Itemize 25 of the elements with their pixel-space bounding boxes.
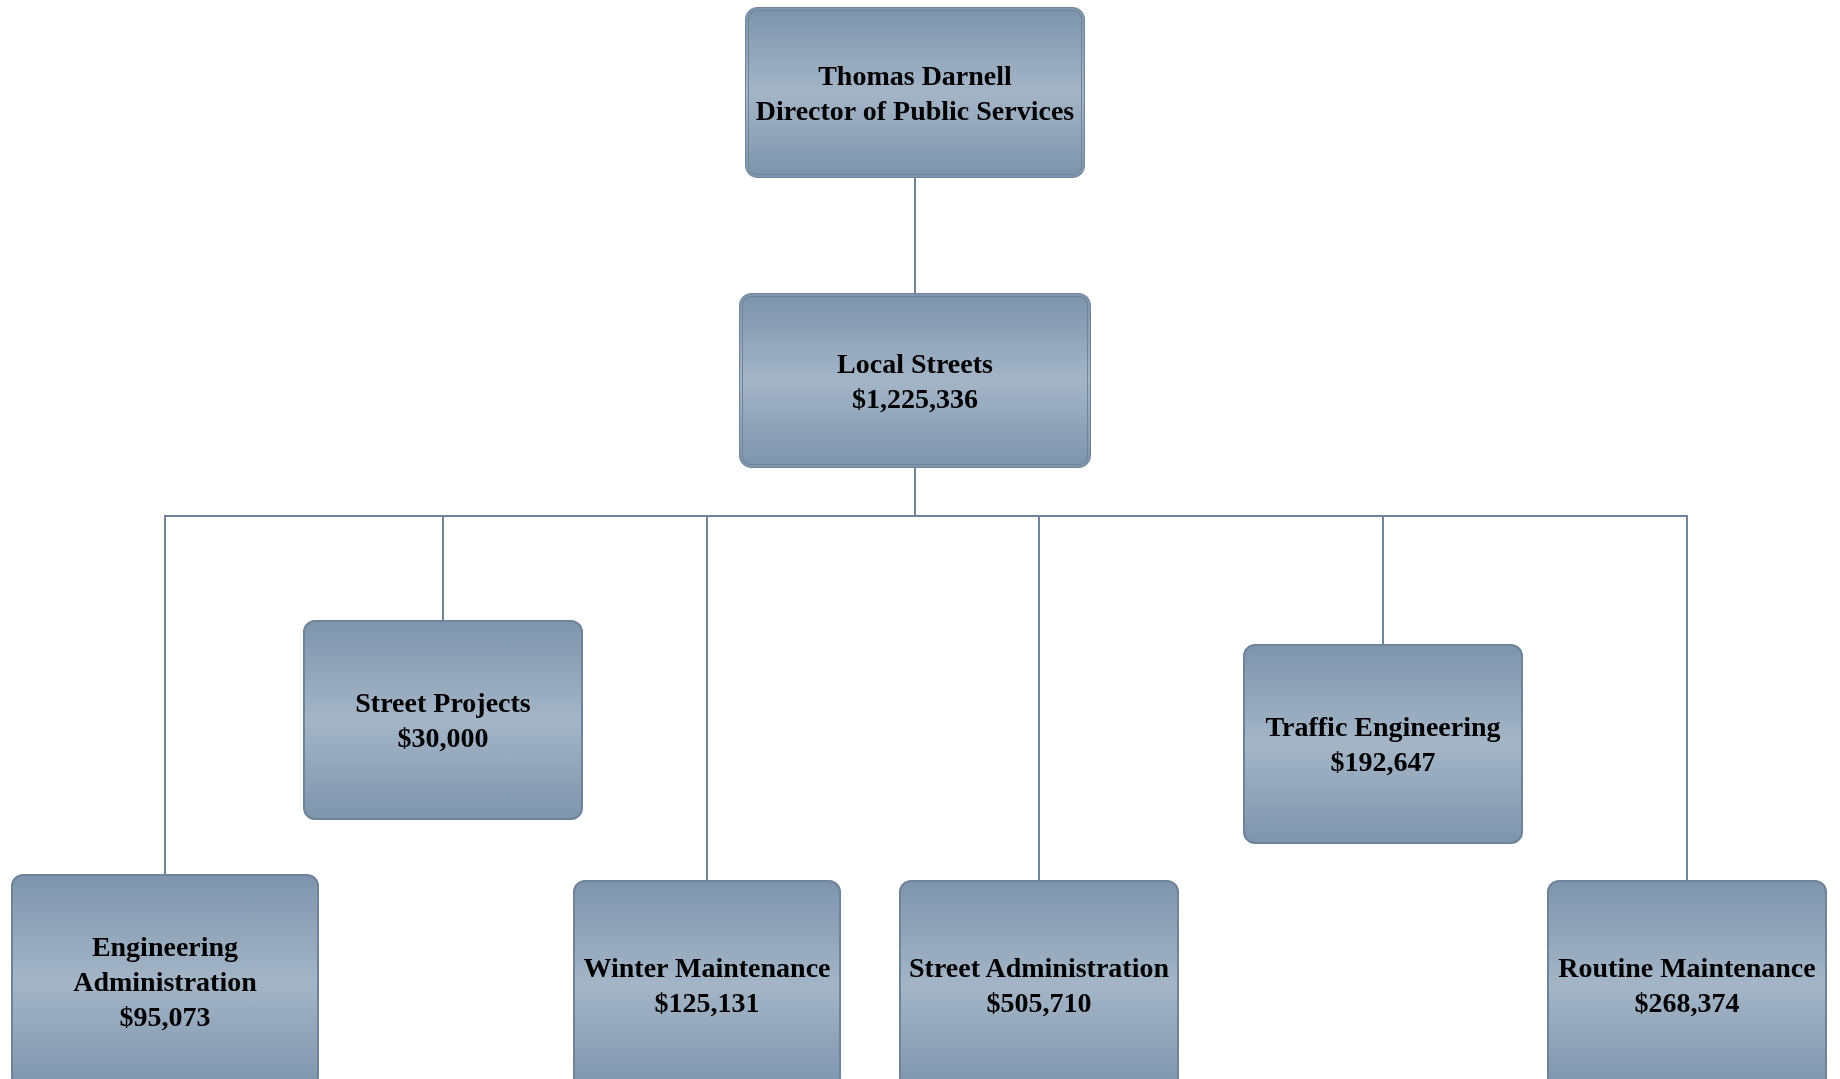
- org-box: [303, 620, 583, 820]
- unit-name: Traffic Engineering: [1265, 710, 1501, 744]
- unit-name: Routine Maintenance: [1558, 951, 1816, 985]
- unit-name: Street Administration: [909, 951, 1169, 985]
- unit-name: Engineering Administration: [72, 930, 258, 999]
- unit-detail: $192,647: [1330, 745, 1436, 779]
- unit-name: Street Projects: [355, 686, 531, 720]
- unit-detail: Director of Public Services: [755, 93, 1075, 128]
- unit-detail: $1,225,336: [852, 381, 978, 416]
- unit-detail: $505,710: [986, 986, 1092, 1020]
- unit-detail: $268,374: [1634, 986, 1740, 1020]
- org-box: [739, 293, 1091, 468]
- unit-detail: $95,073: [119, 1000, 211, 1034]
- unit-name: Thomas Darnell: [818, 58, 1012, 93]
- unit-name: Local Streets: [837, 346, 993, 381]
- org-box: [1243, 644, 1523, 844]
- org-box: [745, 7, 1085, 178]
- unit-name: Winter Maintenance: [583, 951, 831, 985]
- unit-detail: $30,000: [397, 721, 489, 755]
- org-box: [11, 874, 319, 1079]
- org-box: [899, 880, 1179, 1079]
- connector-line: [914, 177, 916, 294]
- unit-detail: $125,131: [654, 986, 760, 1020]
- org-box: [573, 880, 841, 1079]
- org-box: [1547, 880, 1827, 1079]
